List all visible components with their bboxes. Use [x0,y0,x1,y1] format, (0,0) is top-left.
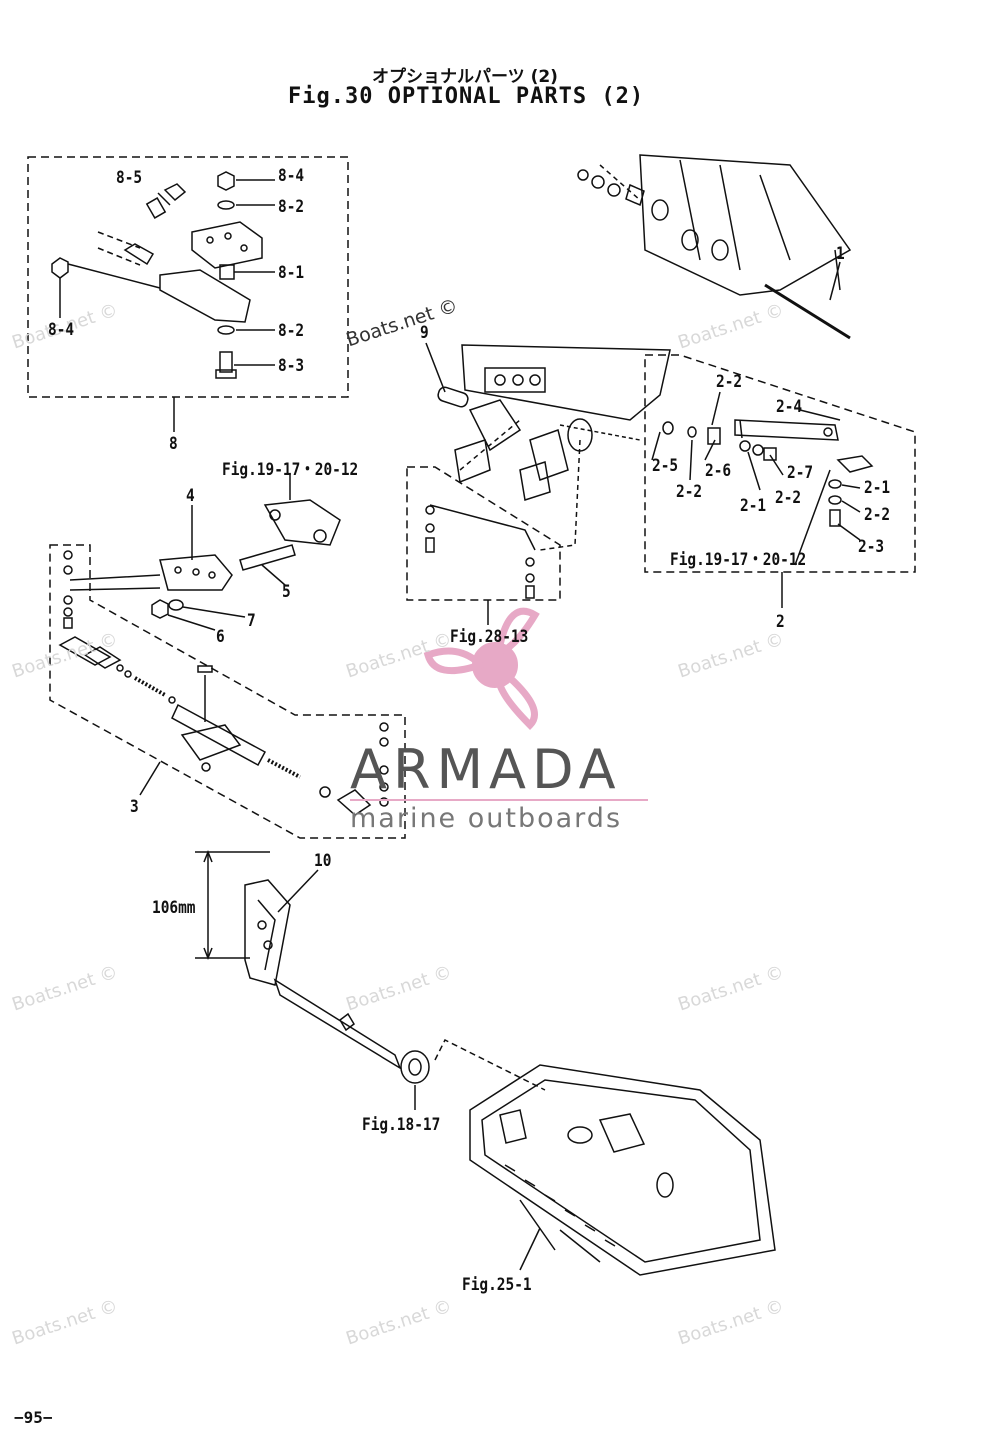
ref-fig-19-17-lower: Fig.19-17・20-12 [670,550,807,570]
bushing [400,1038,546,1110]
label-8-3: 8-3 [278,356,305,376]
stud-5 [239,544,296,571]
label-8-4: 8-4 [278,166,305,186]
label-2-3: 2-3 [858,537,885,557]
washer-8-2-bottom [217,325,235,335]
label-8-5: 8-5 [116,168,143,188]
link-arm-8 [159,269,251,323]
label-2-2-mid: 2-2 [676,482,703,502]
dimension-106mm-lines [195,849,270,961]
label-2-1: 2-1 [740,496,767,516]
label-1: 1 [836,244,845,264]
ref-fig-28-13: Fig.28-13 [450,627,529,647]
label-9: 9 [420,323,429,343]
page-title: Fig.30 OPTIONAL PARTS (2) [288,84,645,109]
page-title-japanese: オプショナルパーツ (2) [372,67,558,87]
label-2-4: 2-4 [776,397,803,417]
throttle-arm-ref [263,475,341,546]
label-2-2-right: 2-2 [775,488,802,508]
washer-8-2-top [217,200,235,210]
nut-6 [151,599,169,619]
label-2-7: 2-7 [787,463,814,483]
label-2-2-far: 2-2 [864,505,891,525]
label-3: 3 [130,797,139,817]
label-4: 4 [186,486,195,506]
bracket-4 [69,505,233,591]
armada-logo-icon [350,607,648,801]
group-box-3 [49,544,406,839]
label-8-2-bottom: 8-2 [278,321,305,341]
engine-pan-25-1 [469,1064,776,1276]
bracket-plate-8 [191,221,263,269]
group-box-8 [27,156,349,398]
nut-8-4-left [51,257,69,279]
label-8-4-left: 8-4 [48,320,75,340]
label-7: 7 [247,611,256,631]
bolt-8-5 [145,183,187,219]
label-8-1: 8-1 [278,263,305,283]
swivel-bracket-assembly [454,344,671,551]
tiller-handle-10 [244,869,402,1070]
label-2-2-top: 2-2 [716,372,743,392]
small-bracket [123,243,155,266]
logo-tagline: marine outboards [350,803,623,834]
rod-2-4 [734,419,839,441]
label-5: 5 [282,582,291,602]
label-2-1-far: 2-1 [864,478,891,498]
washer-7 [168,599,184,611]
shaft-3 [58,636,389,816]
ref-fig-19-17-upper: Fig.19-17・20-12 [222,460,359,480]
page-number: −95− [14,1408,53,1427]
collar-9 [437,386,469,408]
ref-fig-18-17: Fig.18-17 [362,1115,441,1135]
group-box-28-13 [406,466,561,601]
group-box-2 [644,354,916,573]
dimension-label: 106mm [152,898,196,918]
label-8: 8 [169,434,178,454]
label-2-5: 2-5 [652,456,679,476]
logo-name: ARMADA [350,738,622,801]
linkage-28-13 [425,504,536,599]
label-8-2: 8-2 [278,197,305,217]
bolt-8-3 [215,351,237,379]
label-10: 10 [314,851,332,871]
label-6: 6 [216,627,225,647]
label-2: 2 [776,612,785,632]
engine-cover-1 [577,154,852,340]
nut-8-4-top [217,171,235,191]
label-2-6: 2-6 [705,461,732,481]
ref-fig-25-1: Fig.25-1 [462,1275,532,1295]
